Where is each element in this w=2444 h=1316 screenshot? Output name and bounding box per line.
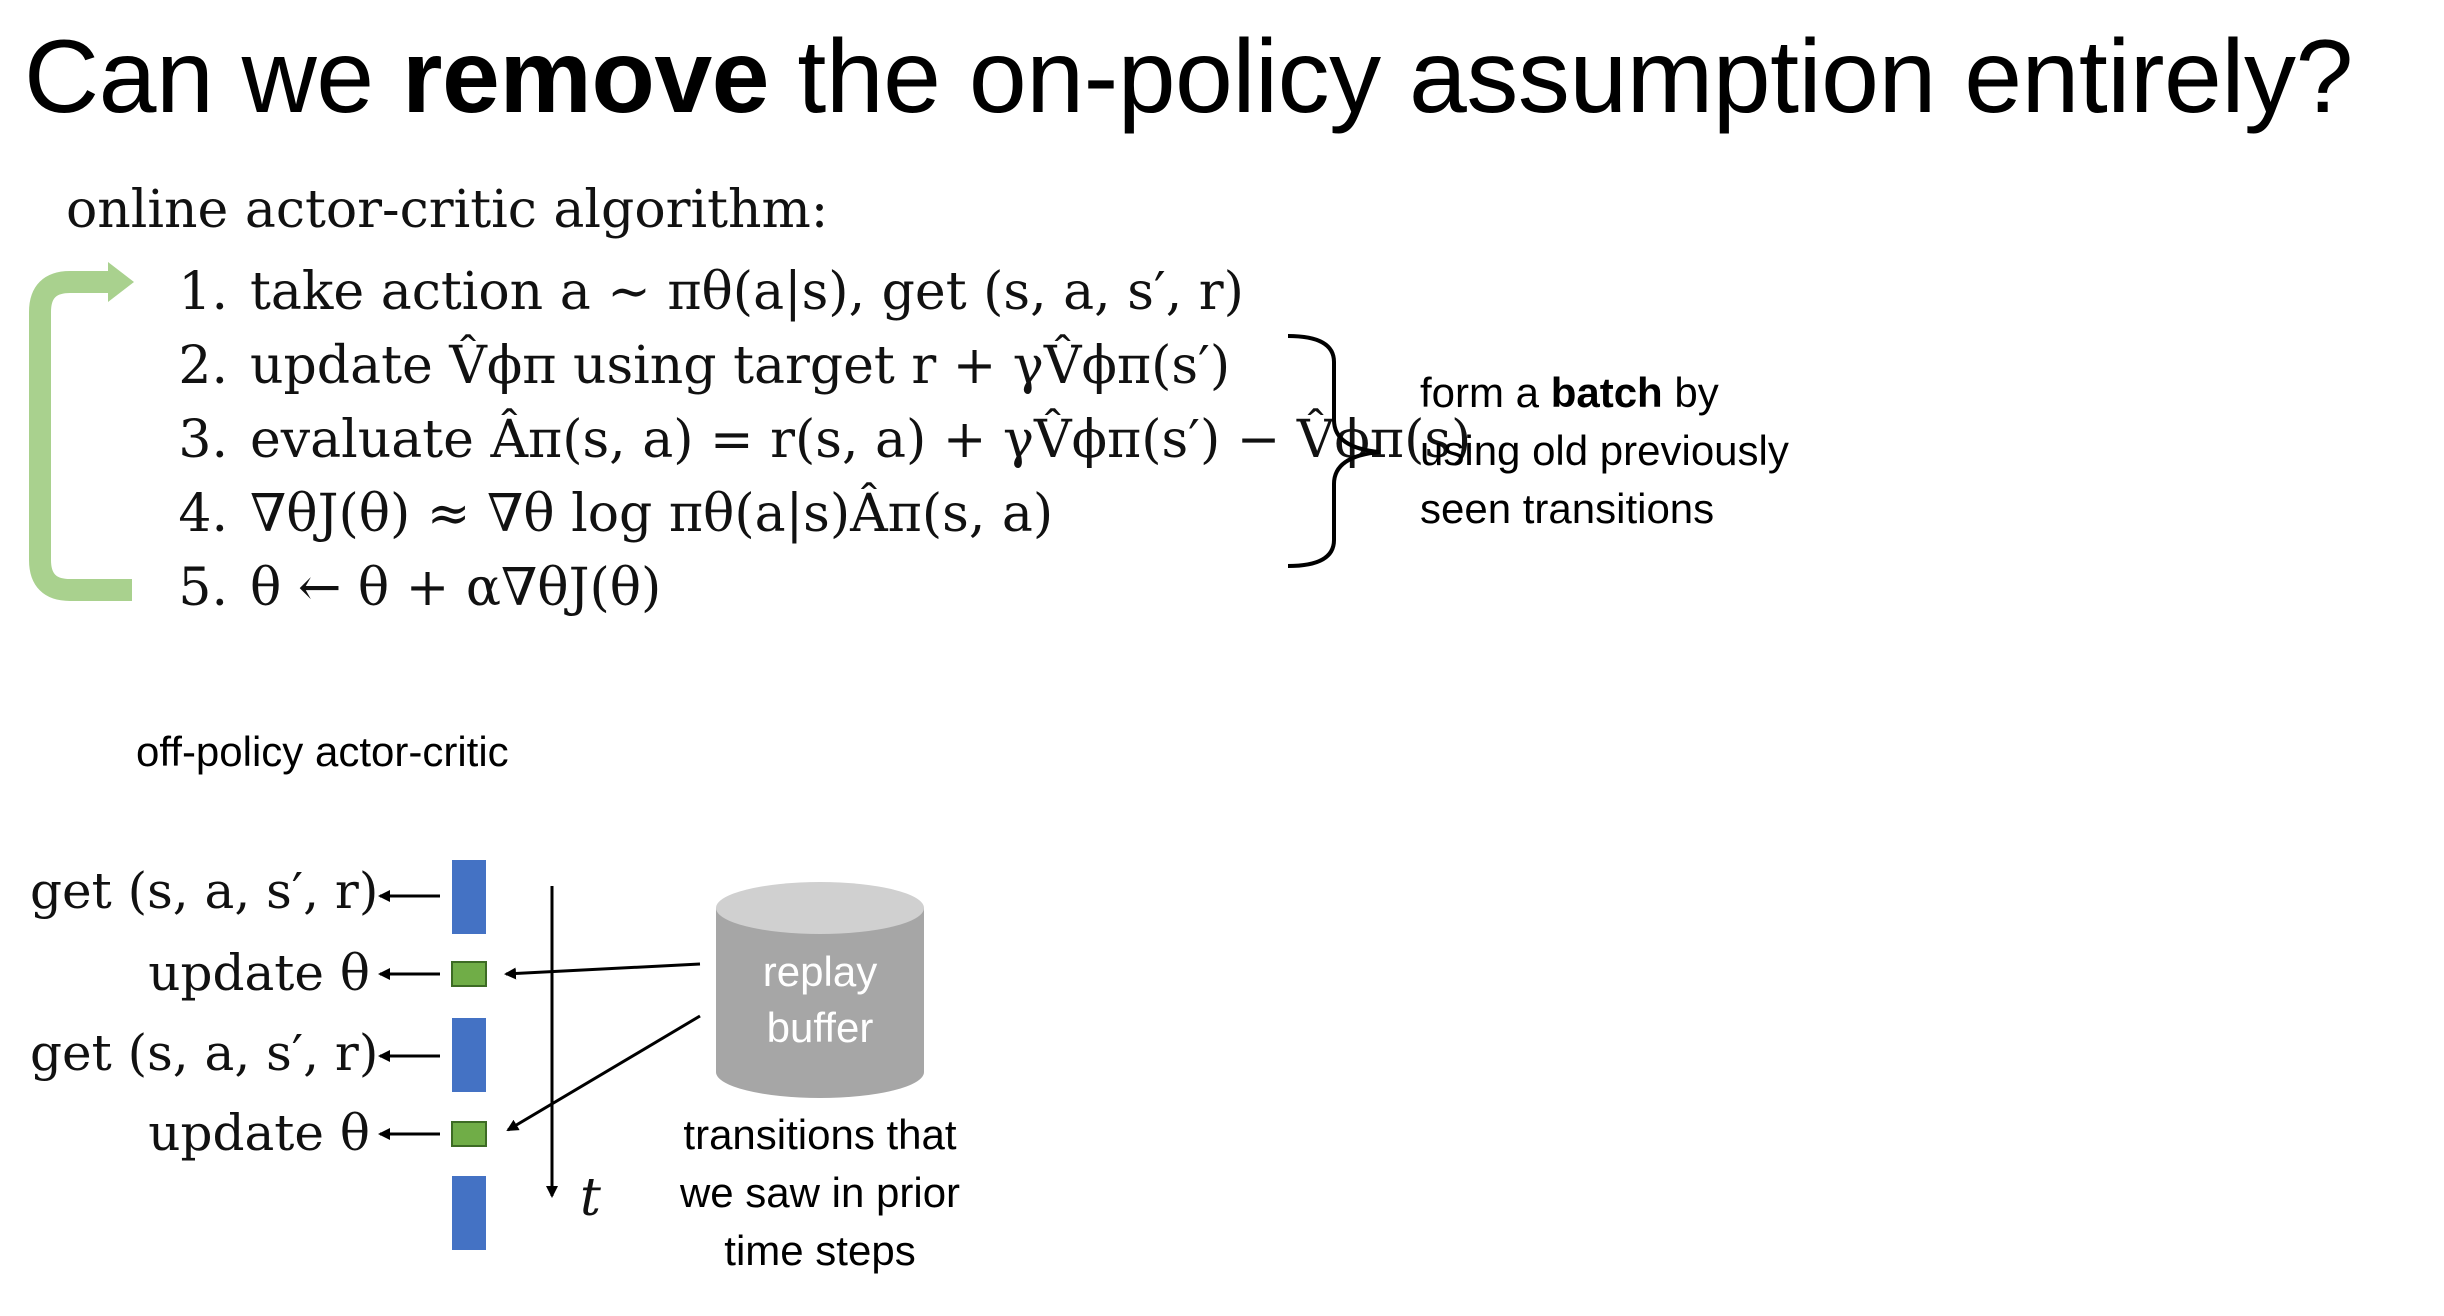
algorithm-step-5: 5.θ ← θ + α∇θJ(θ) [178, 558, 662, 618]
algorithm-heading: online actor-critic algorithm: [66, 180, 829, 240]
time-axis-label: t [580, 1168, 601, 1228]
batch-brace [1287, 334, 1381, 568]
algorithm-step-4: 4.∇θJ(θ) ≈ ∇θ log πθ(a|s)Âπ(s, a) [178, 484, 1054, 544]
timeline-label-update-2: update θ [148, 1104, 370, 1162]
timeline-label-get-1: get (s, a, s′, r) [30, 862, 379, 920]
timeline-block-get-1 [452, 860, 486, 934]
loop-arrow [29, 262, 134, 601]
algorithm-step-2: 2.update V̂ϕπ using target r + γV̂ϕπ(s′) [178, 336, 1231, 396]
batch-note-line-3: seen transitions [1420, 485, 1715, 532]
buffer-label-line-1: replay [762, 948, 878, 995]
batch-note-line-2: using old previously [1420, 427, 1789, 474]
timeline-label-update-1: update θ [148, 944, 370, 1002]
timeline-block-get-3 [452, 1176, 486, 1250]
slide-title: Can we remove the on-policy assumption e… [24, 19, 2353, 135]
replay-buffer-icon [716, 882, 924, 1098]
timeline-block-update-2 [451, 1121, 487, 1147]
buffer-arrow-2 [506, 1014, 701, 1132]
loop-arrow-head [108, 262, 134, 302]
batch-note-line-1: form a batch by [1420, 369, 1719, 416]
algorithm-step-1: 1.take action a ∼ πθ(a|s), get (s, a, s′… [178, 262, 1244, 322]
buffer-label-line-2: buffer [766, 1004, 874, 1051]
timeline-label-get-2: get (s, a, s′, r) [30, 1024, 379, 1082]
buffer-caption-line-2: we saw in prior [679, 1169, 961, 1216]
timeline-block-get-2 [452, 1018, 486, 1092]
buffer-caption-line-1: transitions that [683, 1111, 957, 1158]
timeline-block-update-1 [451, 961, 487, 987]
buffer-arrow-1 [504, 962, 701, 980]
algorithm-step-3: 3.evaluate Âπ(s, a) = r(s, a) + γV̂ϕπ(s′… [178, 410, 1472, 470]
offpolicy-heading: off-policy actor-critic [136, 728, 509, 775]
loop-arrow-body [29, 271, 132, 601]
buffer-caption-line-3: time steps [724, 1227, 916, 1274]
